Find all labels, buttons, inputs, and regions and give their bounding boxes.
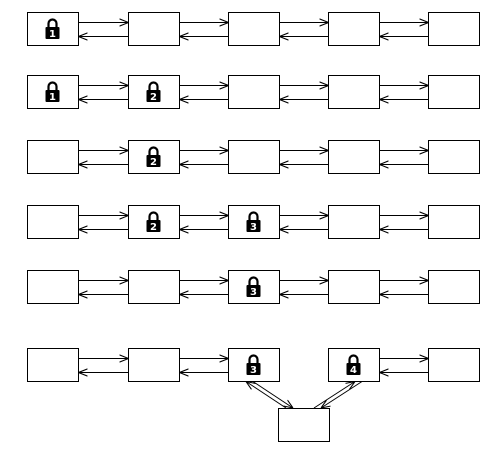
padlock-body: [146, 220, 161, 232]
padlock-icon: 1: [45, 18, 60, 40]
lock-number-label: 3: [250, 222, 257, 233]
prev-pointer-arrow: [321, 381, 363, 409]
list-node: [428, 140, 480, 174]
padlock-icon: 2: [146, 81, 161, 103]
padlock-icon: 3: [246, 211, 261, 233]
list-node: [27, 205, 79, 239]
list-row: 2: [27, 140, 480, 174]
padlock-icon: 3: [246, 354, 261, 376]
padlock-shackle: [248, 354, 259, 363]
padlock-shackle: [248, 211, 259, 220]
padlock-body: [246, 363, 261, 375]
list-row: 3: [27, 270, 480, 304]
next-pointer-arrow: [252, 381, 293, 409]
padlock-body: [146, 155, 161, 167]
padlock-shackle: [47, 81, 58, 90]
padlock-icon: 2: [146, 211, 161, 233]
padlock-body: [346, 363, 361, 375]
padlock-icon: 2: [146, 146, 161, 168]
lock-number-label: 1: [49, 29, 56, 40]
padlock-icon: 4: [346, 354, 361, 376]
padlock-body: [246, 220, 261, 232]
lock-number-label: 2: [150, 157, 157, 168]
padlock-body: [45, 27, 60, 39]
padlock-shackle: [148, 146, 159, 155]
list-node: [328, 270, 380, 304]
detached-node: [278, 408, 330, 442]
list-node: [328, 12, 380, 46]
prev-pointer-arrow: [246, 382, 287, 409]
list-node: [428, 205, 480, 239]
lock-number-label: 4: [350, 365, 357, 376]
padlock-icon: 1: [45, 81, 60, 103]
padlock-shackle: [148, 81, 159, 90]
next-pointer-arrow: [313, 382, 355, 409]
list-node: [228, 140, 280, 174]
lock-number-label: 3: [250, 287, 257, 298]
padlock-shackle: [148, 211, 159, 220]
padlock-shackle: [47, 18, 58, 27]
list-node: [328, 75, 380, 109]
list-node: [128, 348, 180, 382]
padlock-shackle: [248, 276, 259, 285]
padlock-shackle: [348, 354, 359, 363]
list-node: [228, 12, 280, 46]
list-node: [328, 140, 380, 174]
lock-number-label: 2: [150, 92, 157, 103]
list-node: [428, 270, 480, 304]
padlock-body: [45, 90, 60, 102]
list-node: [228, 75, 280, 109]
list-node: [128, 270, 180, 304]
padlock-icon: 3: [246, 276, 261, 298]
list-node: [128, 12, 180, 46]
list-node: [27, 348, 79, 382]
list-row: 1: [27, 12, 480, 46]
lock-number-label: 1: [49, 92, 56, 103]
list-node: [27, 140, 79, 174]
list-node: [27, 270, 79, 304]
padlock-body: [246, 285, 261, 297]
lock-number-label: 3: [250, 365, 257, 376]
list-node: [428, 75, 480, 109]
lock-number-label: 2: [150, 222, 157, 233]
list-node: [428, 12, 480, 46]
padlock-body: [146, 90, 161, 102]
list-node: [328, 205, 380, 239]
list-node: [428, 348, 480, 382]
